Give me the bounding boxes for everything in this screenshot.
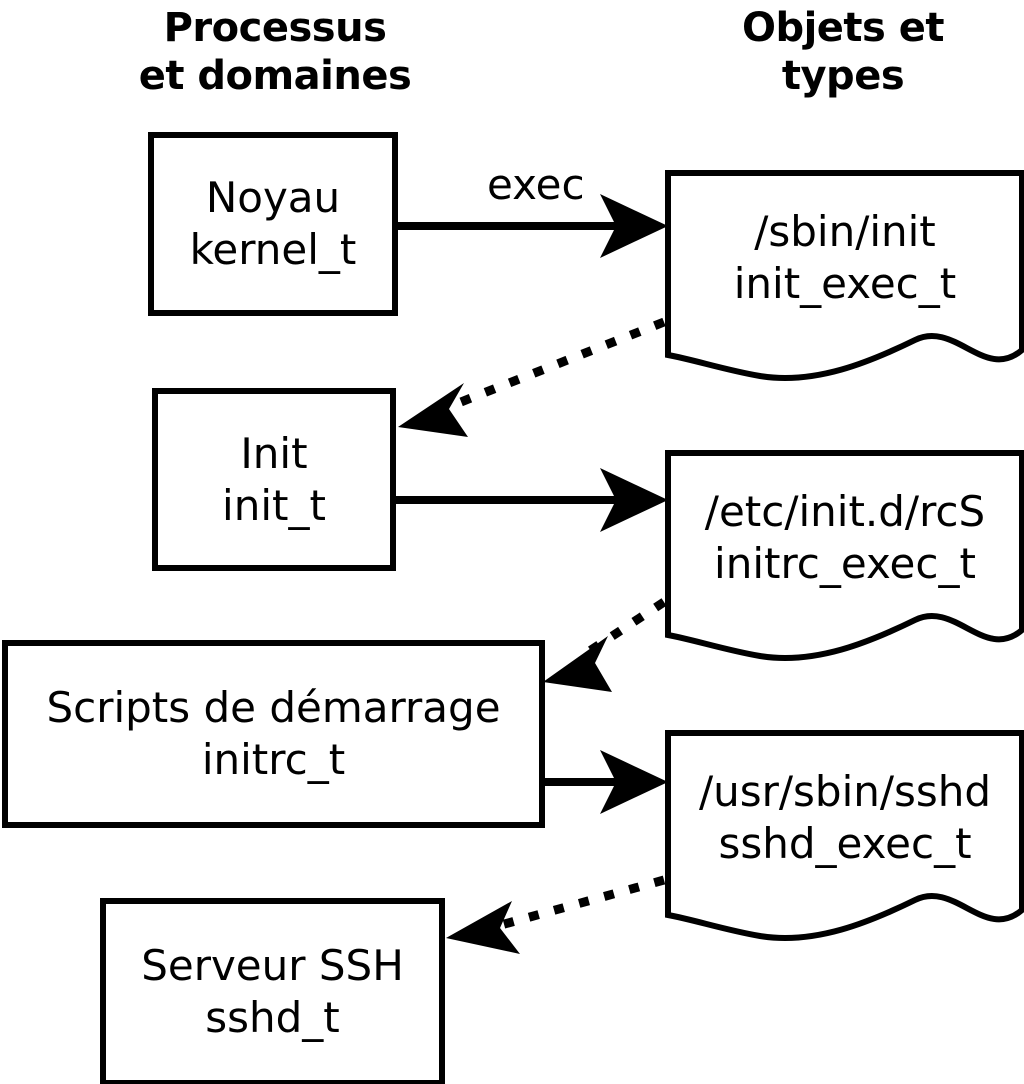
process-node-initrc-type: initrc_t <box>201 735 346 784</box>
document-shape-icon <box>665 730 1024 941</box>
process-node-kernel-title: Noyau <box>205 173 341 222</box>
edge-initrc-exec-to-initrc <box>543 598 667 692</box>
process-node-init-title: Init <box>240 428 308 478</box>
edge-sshd-exec-to-sshd <box>446 875 666 954</box>
document-shape-icon <box>665 450 1024 661</box>
process-node-init[interactable]: Init init_t <box>152 388 396 571</box>
process-node-sshd[interactable]: Serveur SSH sshd_t <box>100 898 445 1084</box>
column-header-processes: Processus et domaines <box>138 5 412 99</box>
object-node-sshd-exec[interactable]: /usr/sbin/sshd sshd_exec_t <box>665 730 1024 945</box>
process-node-initrc-title: Scripts de démarrage <box>46 683 501 732</box>
process-node-initrc[interactable]: Scripts de démarrage initrc_t <box>2 640 545 828</box>
process-node-sshd-type: sshd_t <box>205 993 340 1042</box>
edge-initrc-to-sshd-exec <box>545 750 668 814</box>
edge-init-to-initrc-exec <box>396 468 668 532</box>
object-node-init-exec[interactable]: /sbin/init init_exec_t <box>665 170 1024 385</box>
edge-init-exec-to-init <box>398 317 666 437</box>
document-shape-icon <box>665 170 1024 381</box>
object-node-initrc-exec[interactable]: /etc/init.d/rcS initrc_exec_t <box>665 450 1024 665</box>
process-node-sshd-title: Serveur SSH <box>141 941 404 990</box>
process-node-init-type: init_t <box>222 480 326 530</box>
edge-label-exec: exec <box>487 160 585 209</box>
column-header-objects: Objets et types <box>741 5 945 99</box>
process-node-kernel[interactable]: Noyau kernel_t <box>148 132 398 316</box>
process-node-kernel-type: kernel_t <box>189 225 357 274</box>
